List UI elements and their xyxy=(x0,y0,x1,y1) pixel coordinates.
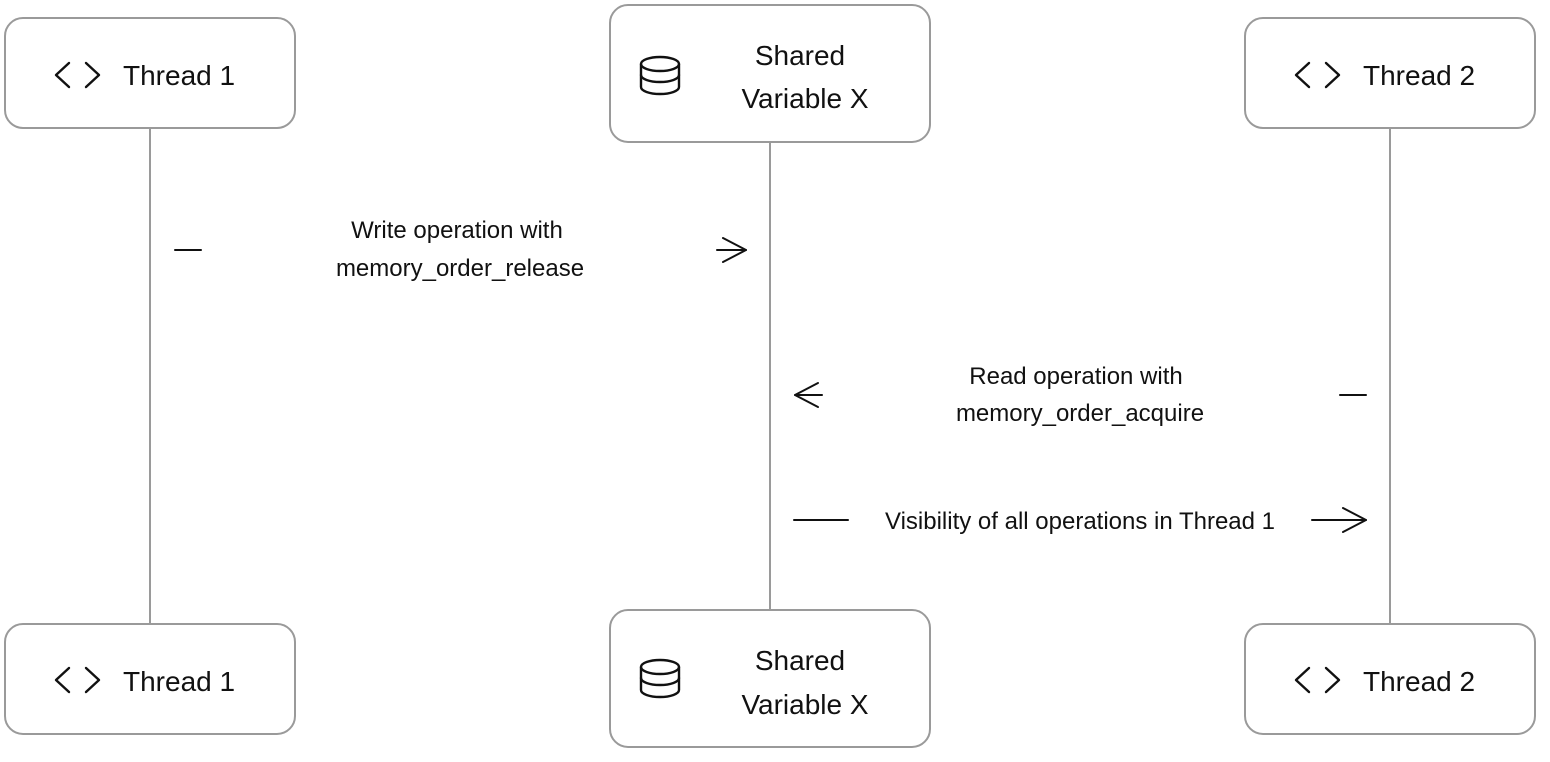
participant-label: Thread 2 xyxy=(1363,666,1475,697)
participant-label: Thread 2 xyxy=(1363,60,1475,91)
participant-thread-2-bottom[interactable]: Thread 2 xyxy=(1244,623,1536,735)
participant-thread-2-top[interactable]: Thread 2 xyxy=(1244,17,1536,129)
code-brackets-icon xyxy=(1294,61,1341,89)
message-write-release: Write operation with memory_order_releas… xyxy=(174,217,747,282)
participant-thread-1-bottom[interactable]: Thread 1 xyxy=(4,623,296,735)
participant-label-line-2: Variable X xyxy=(741,689,868,720)
code-brackets-icon xyxy=(1294,666,1341,694)
message-label-line-2: memory_order_release xyxy=(336,255,584,282)
participant-shared-variable-x-bottom[interactable]: Shared Variable X xyxy=(609,609,931,748)
participant-label-line-1: Shared xyxy=(755,645,845,676)
participant-label-line-2: Variable X xyxy=(741,83,868,114)
message-visibility: Visibility of all operations in Thread 1 xyxy=(793,507,1367,535)
message-read-acquire: Read operation with memory_order_acquire xyxy=(794,363,1367,427)
message-label: Visibility of all operations in Thread 1 xyxy=(885,508,1275,535)
code-brackets-icon xyxy=(54,61,101,89)
participant-label-line-1: Shared xyxy=(755,40,845,71)
message-label-line-1: Write operation with xyxy=(351,217,563,244)
message-label-line-1: Read operation with xyxy=(969,363,1182,390)
arrow-right-icon xyxy=(1342,507,1367,533)
message-label-line-2: memory_order_acquire xyxy=(956,400,1204,427)
participant-label: Thread 1 xyxy=(123,60,235,91)
participant-shared-variable-x-top[interactable]: Shared Variable X xyxy=(609,4,931,143)
code-brackets-icon xyxy=(54,666,101,694)
database-icon xyxy=(639,658,681,699)
participant-thread-1-top[interactable]: Thread 1 xyxy=(4,17,296,129)
database-icon xyxy=(639,55,681,96)
participant-label: Thread 1 xyxy=(123,666,235,697)
